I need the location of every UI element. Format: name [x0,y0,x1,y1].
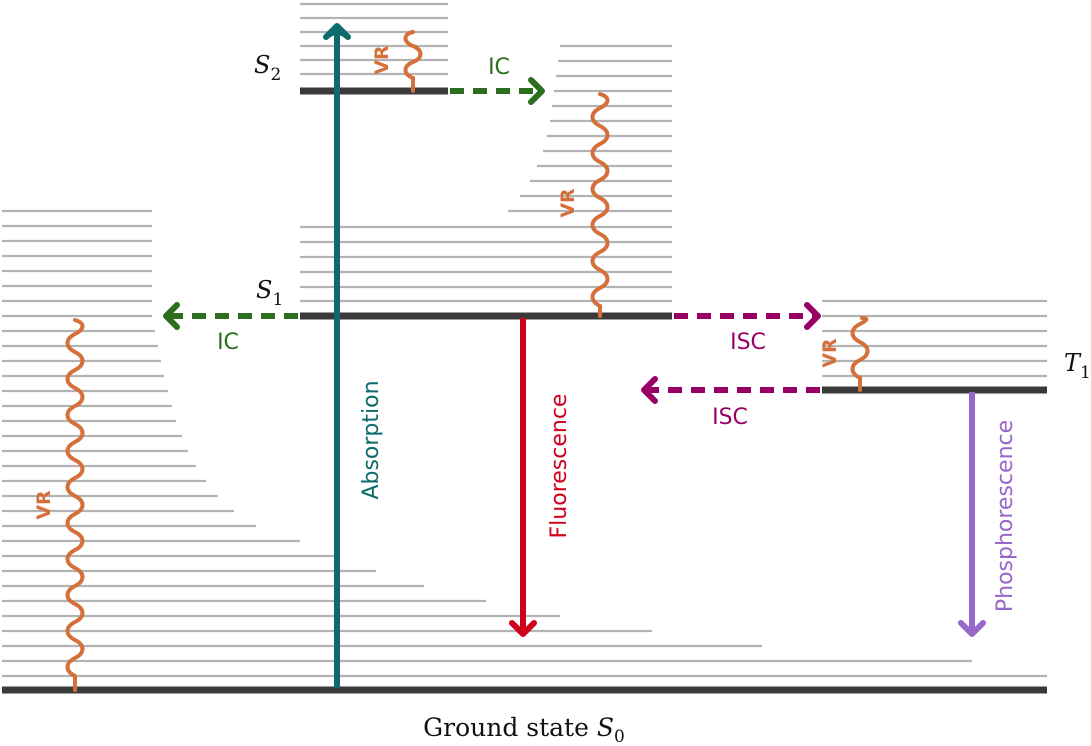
vr-label-s1: VR [557,188,579,218]
vr-label-t1: VR [819,338,841,368]
s0-vibrational-levels [2,209,1047,678]
vr-squiggle-s2 [403,30,423,93]
t1-state-label: T1 [1064,349,1091,383]
isc-label-s1-t1: ISC [730,330,766,355]
vr-label-s0: VR [33,490,55,520]
s1-state-label: S1 [256,276,283,310]
t1-vibrational-levels [822,299,1047,378]
vr-squiggle-s1 [590,92,610,318]
s1-upper-vibrational-levels [508,44,672,213]
s1-lower-vibrational-levels [300,225,672,303]
s2-state-label: S2 [254,51,281,85]
fluorescence-label: Fluorescence [547,394,572,539]
ic-label-s2-s1: IC [488,55,510,80]
ground-state-label: Ground state S0 [423,713,625,746]
vr-squiggle-t1 [850,316,870,392]
isc-label-t1-s0: ISC [712,405,748,430]
absorption-label: Absorption [359,380,384,499]
vr-squiggle-s0 [65,318,85,692]
ic-label-s1-s0: IC [217,330,239,355]
phosphorescence-label: Phosphorescence [993,420,1018,612]
vr-label-s2: VR [371,45,393,75]
